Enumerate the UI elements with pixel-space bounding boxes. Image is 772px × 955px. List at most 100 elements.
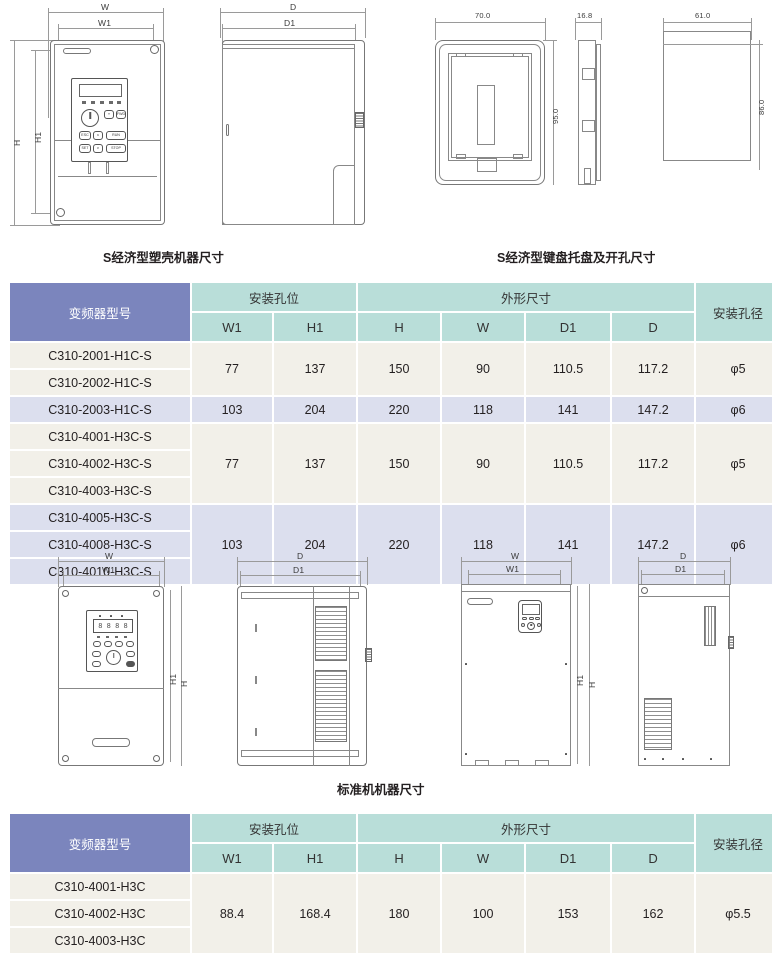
dim-label-cutout-height: 86.0 [757,99,766,115]
dim-label-w: W [105,551,114,561]
func-button-3[interactable] [115,641,123,647]
cell-hole: φ5.5 [696,874,772,953]
header-w: W [442,313,525,341]
cell-model: C310-4003-H3C-S [10,478,190,503]
cell-d1: 110.5 [526,343,611,395]
rotary-knob[interactable] [81,109,99,127]
cell-w1: 88.4 [192,874,272,953]
dim-label-h1: H1 [33,131,43,143]
side-hole [641,587,648,594]
cell-model: C310-4002-H3C [10,901,190,926]
led-indicator-5 [117,101,121,104]
cell-d1: 153 [526,874,611,953]
header-mount-holes: 安装孔位 [192,814,357,842]
cell-w: 100 [442,874,525,953]
func-button-4[interactable] [126,641,134,647]
cell-model: C310-4001-H3C-S [10,424,190,449]
stop-button[interactable]: STOP [106,144,126,153]
table-row: C310-4002-H3C [10,901,772,926]
dim-label-tray-height: 95.0 [551,108,560,124]
cell-model: C310-4002-H3C-S [10,451,190,476]
header-mount-holes: 安装孔位 [192,283,357,311]
set-button[interactable]: SET [79,144,91,153]
run-button[interactable]: RUN [106,131,126,140]
header-d: D [612,844,695,872]
header-model: 变频器型号 [10,814,190,872]
rotary-knob[interactable] [106,650,121,665]
dim-label-d1: D1 [293,565,305,575]
up-button[interactable]: ∧ [93,131,103,140]
table-row: C310-2003-H1C-S 103 204 220 118 141 147.… [10,397,772,422]
mounting-hole-br [153,755,160,762]
esc-button[interactable] [92,651,101,657]
vent-grille-upper [704,606,716,646]
cell-w1: 103 [192,505,272,584]
func-button-1[interactable] [93,641,101,647]
vent-grille-top [315,606,347,661]
dim-label-tray-depth: 16.8 [577,11,593,20]
bottom-slot [92,738,130,747]
key-1[interactable] [522,617,527,620]
stop-button[interactable] [126,661,135,667]
key-right[interactable] [537,623,541,627]
cell-h1: 137 [274,424,357,503]
cell-w: 90 [442,343,525,395]
esc-button[interactable]: ESC [79,131,91,140]
standard-side-view: D D1 [225,548,400,773]
dim-label-h1: H1 [168,673,178,685]
cell-hole: φ6 [696,505,772,584]
run-button[interactable] [126,651,135,657]
fwd-rev-button[interactable]: FWD [116,110,126,119]
header-d1: D1 [526,313,611,341]
cell-model: C310-4001-H3C [10,874,190,899]
cell-model: C310-2001-H1C-S [10,343,190,368]
key-2[interactable] [529,617,534,620]
economy-table-body: C310-2001-H1C-S 77 137 150 90 110.5 117.… [10,343,772,584]
down-button[interactable]: ∨ [93,144,103,153]
side-connector [728,636,734,649]
dim-label-w1: W1 [506,564,520,574]
economy-front-view: W W1 H H1 [0,0,195,235]
jog-button[interactable]: « [104,110,114,119]
dim-label-d1: D1 [284,18,296,28]
cell-w1: 77 [192,343,272,395]
dim-label-h: H [179,680,189,687]
key-3[interactable] [535,617,540,620]
func-button-2[interactable] [104,641,112,647]
mounting-hole-tl [62,590,69,597]
keypad-display [522,604,540,615]
header-d1: D1 [526,844,611,872]
dim-label-tray-width: 70.0 [475,11,491,20]
cell-w: 90 [442,424,525,503]
cell-h1: 168.4 [274,874,357,953]
caption-economy-case: S经济型塑壳机器尺寸 [103,251,224,265]
cell-model: C310-4005-H3C-S [10,505,190,530]
header-w1: W1 [192,844,272,872]
table-row: C310-4001-H3C 88.4 168.4 180 100 153 162… [10,874,772,953]
header-w1: W1 [192,313,272,341]
led-indicator-1 [97,636,100,638]
standard-large-body-outline [461,584,571,766]
cutout-rect [663,31,751,161]
key-left[interactable] [521,623,525,627]
header-h: H [358,844,441,872]
table-row: C310-4002-H3C-S [10,451,772,476]
cell-hole: φ6 [696,397,772,422]
dim-label-cutout-width: 61.0 [695,11,711,20]
cell-d1: 141 [526,397,611,422]
table-row: C310-4008-H3C-S [10,532,772,557]
cell-d1: 110.5 [526,424,611,503]
header-h: H [358,313,441,341]
table-row: C310-4001-H3C-S 77 137 150 90 110.5 117.… [10,424,772,503]
keypad-tray-side-view: 16.8 [570,0,650,235]
cell-hole: φ5 [696,424,772,503]
cell-h: 180 [358,874,441,953]
header-outline: 外形尺寸 [358,814,695,842]
rotary-knob[interactable] [527,622,535,630]
dim-label-d: D [680,551,687,561]
set-button[interactable] [92,661,101,667]
keypad-display [79,84,122,97]
